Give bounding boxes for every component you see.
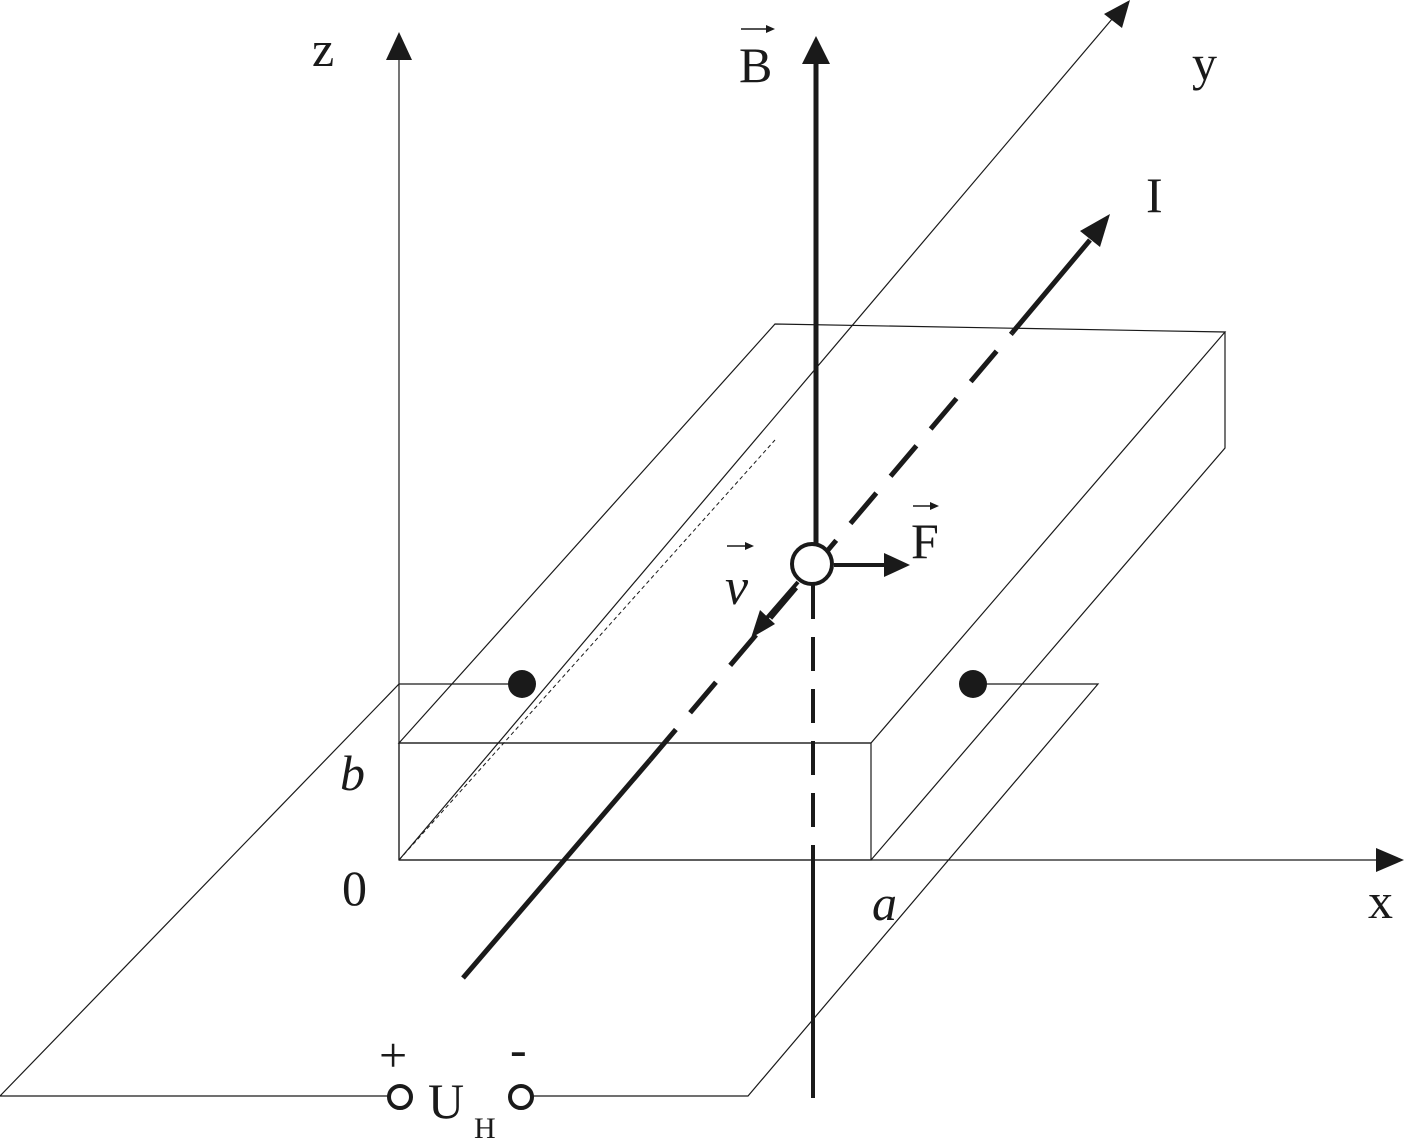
force-arrowhead [884,553,910,577]
slab-front-face [398,742,872,861]
velocity-arrowhead [751,610,775,638]
minus-terminal [508,1084,534,1110]
y-axis-line [398,11,1119,861]
coordinate-axes [386,0,1404,872]
current-line [461,214,1110,980]
z-axis-label: z [312,21,334,77]
left-circuit-wire [0,683,522,1097]
thickness-b-label: b [340,745,365,801]
current-arrowhead [1080,214,1110,247]
x-axis-label: x [1368,873,1393,929]
plus-terminal-label: + [379,1027,407,1083]
field-arrowhead [802,36,830,64]
origin-label: 0 [342,860,367,916]
plus-terminal [387,1084,413,1110]
width-a-label: a [872,875,897,931]
left-contact-dot [508,670,536,698]
velocity-v-label: v [725,559,749,616]
current-line-solid-lower [461,758,652,980]
semiconductor-slab [397,323,1227,861]
labels: z y x 0 a b B I F v U H + - [312,21,1393,1141]
hall-circuit [0,670,1100,1110]
field-line [802,36,830,1098]
current-line-solid-upper [1010,238,1092,335]
right-contact-dot [959,670,987,698]
slab-right-face [870,332,1226,861]
hall-voltage-subscript: H [474,1112,496,1141]
field-B-label: B [739,37,772,93]
force-F-label: F [911,513,939,569]
vector-accents [727,25,939,550]
right-circuit-wire [533,683,1100,1097]
charge-carrier-circle [790,542,834,586]
y-axis-arrowhead [1104,0,1130,28]
velocity-vector-line [763,580,800,622]
z-axis-arrowhead [386,32,412,60]
charge-carrier-group [751,542,910,638]
current-I-label: I [1146,167,1163,223]
y-axis-label: y [1192,35,1217,91]
hall-voltage-label: U [428,1073,464,1129]
minus-terminal-label: - [510,1021,527,1077]
x-axis-arrowhead [1376,848,1404,872]
slab-hidden-edge [398,439,776,861]
current-line-dashed [648,331,1014,762]
